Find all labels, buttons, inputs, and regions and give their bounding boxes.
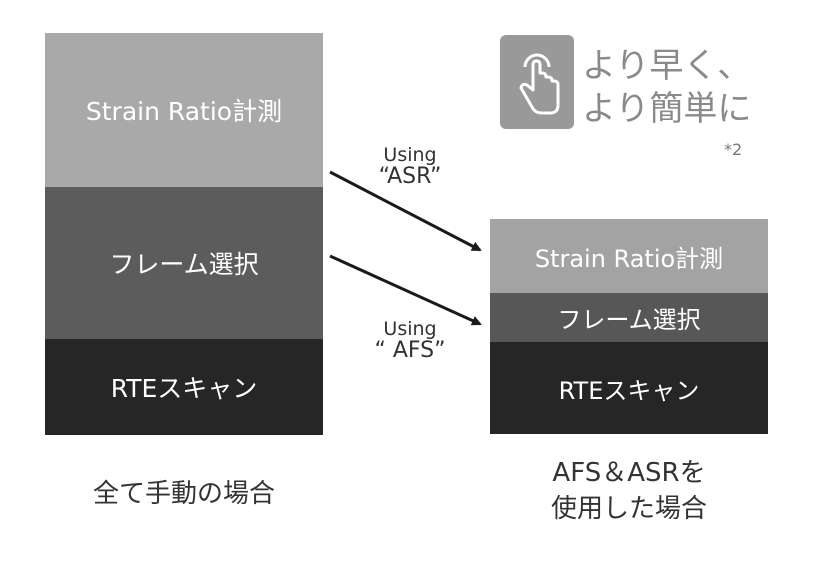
auto-frame-select-block: フレーム選択 <box>490 293 768 342</box>
auto-caption-line-2: 使用した場合 <box>550 494 707 524</box>
afs-label-using: Using <box>383 318 437 340</box>
afs-arrow <box>329 254 482 326</box>
asr-label-name: “ASR” <box>378 164 442 189</box>
auto-caption-line-1: AFS＆ASRを <box>552 458 706 488</box>
afs-label-name: “ AFS” <box>374 338 446 363</box>
manual-caption: 全て手動の場合 <box>92 479 275 509</box>
tagline: より早く、 より簡単に <box>582 45 751 131</box>
auto-rte-scan-block: RTEスキャン <box>490 342 768 434</box>
asr-arrow <box>329 170 482 252</box>
asr-arrow-label: Using “ASR” <box>355 144 465 188</box>
footnote-mark: *2 <box>724 140 743 159</box>
hand-tap-icon <box>500 35 574 129</box>
afs-arrow-label: Using “ AFS” <box>355 318 465 362</box>
asr-label-using: Using <box>383 144 437 166</box>
auto-strain-ratio-block: Strain Ratio計測 <box>490 219 768 293</box>
manual-frame-select-block: フレーム選択 <box>45 187 323 339</box>
tagline-line-1: より早く、 <box>582 46 752 86</box>
manual-rte-scan-block: RTEスキャン <box>45 339 323 435</box>
auto-caption: AFS＆ASRを 使用した場合 <box>490 455 768 527</box>
manual-strain-ratio-block: Strain Ratio計測 <box>45 33 323 187</box>
tagline-line-2: より簡単に <box>582 89 752 129</box>
